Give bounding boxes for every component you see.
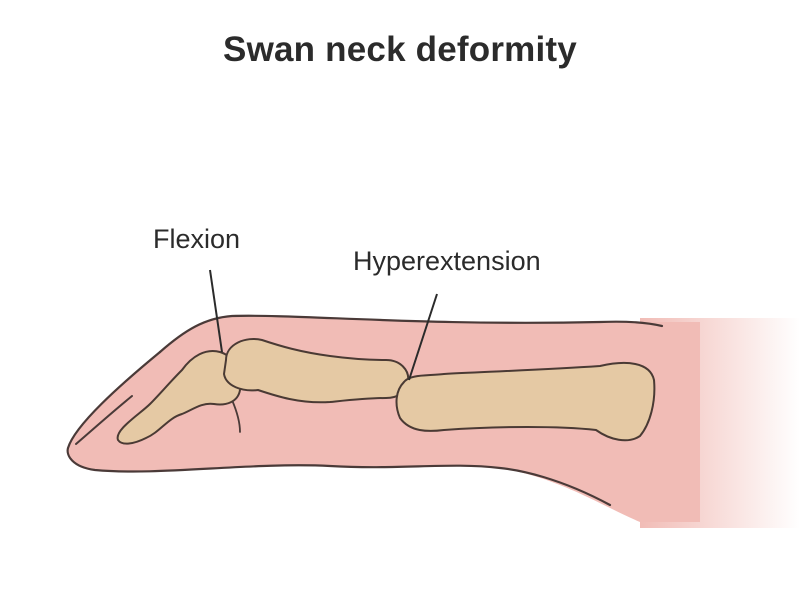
proximal-phalanx-bone (395, 361, 656, 442)
hyperextension-label: Hyperextension (353, 246, 541, 276)
flexion-label: Flexion (153, 224, 241, 254)
distal-phalanx-bone (116, 350, 242, 445)
fingernail (75, 395, 133, 445)
hyperextension-leader-line (408, 293, 438, 381)
joint-crease (231, 399, 241, 433)
diagram-title: Swan neck deformity (223, 30, 577, 69)
flexion-leader-line (209, 269, 223, 353)
